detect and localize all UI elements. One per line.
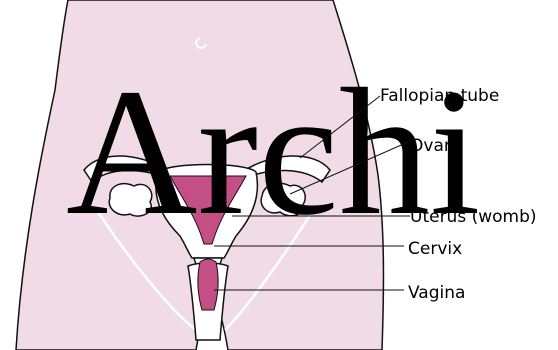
label-ovary: Ovary xyxy=(410,136,461,156)
label-vagina: Vagina xyxy=(408,283,465,303)
label-fallopian-tube: Fallopian tube xyxy=(380,86,499,106)
label-uterus: Uterus (womb) xyxy=(410,207,537,227)
label-cervix: Cervix xyxy=(408,239,462,259)
vagina-inner xyxy=(198,259,218,310)
